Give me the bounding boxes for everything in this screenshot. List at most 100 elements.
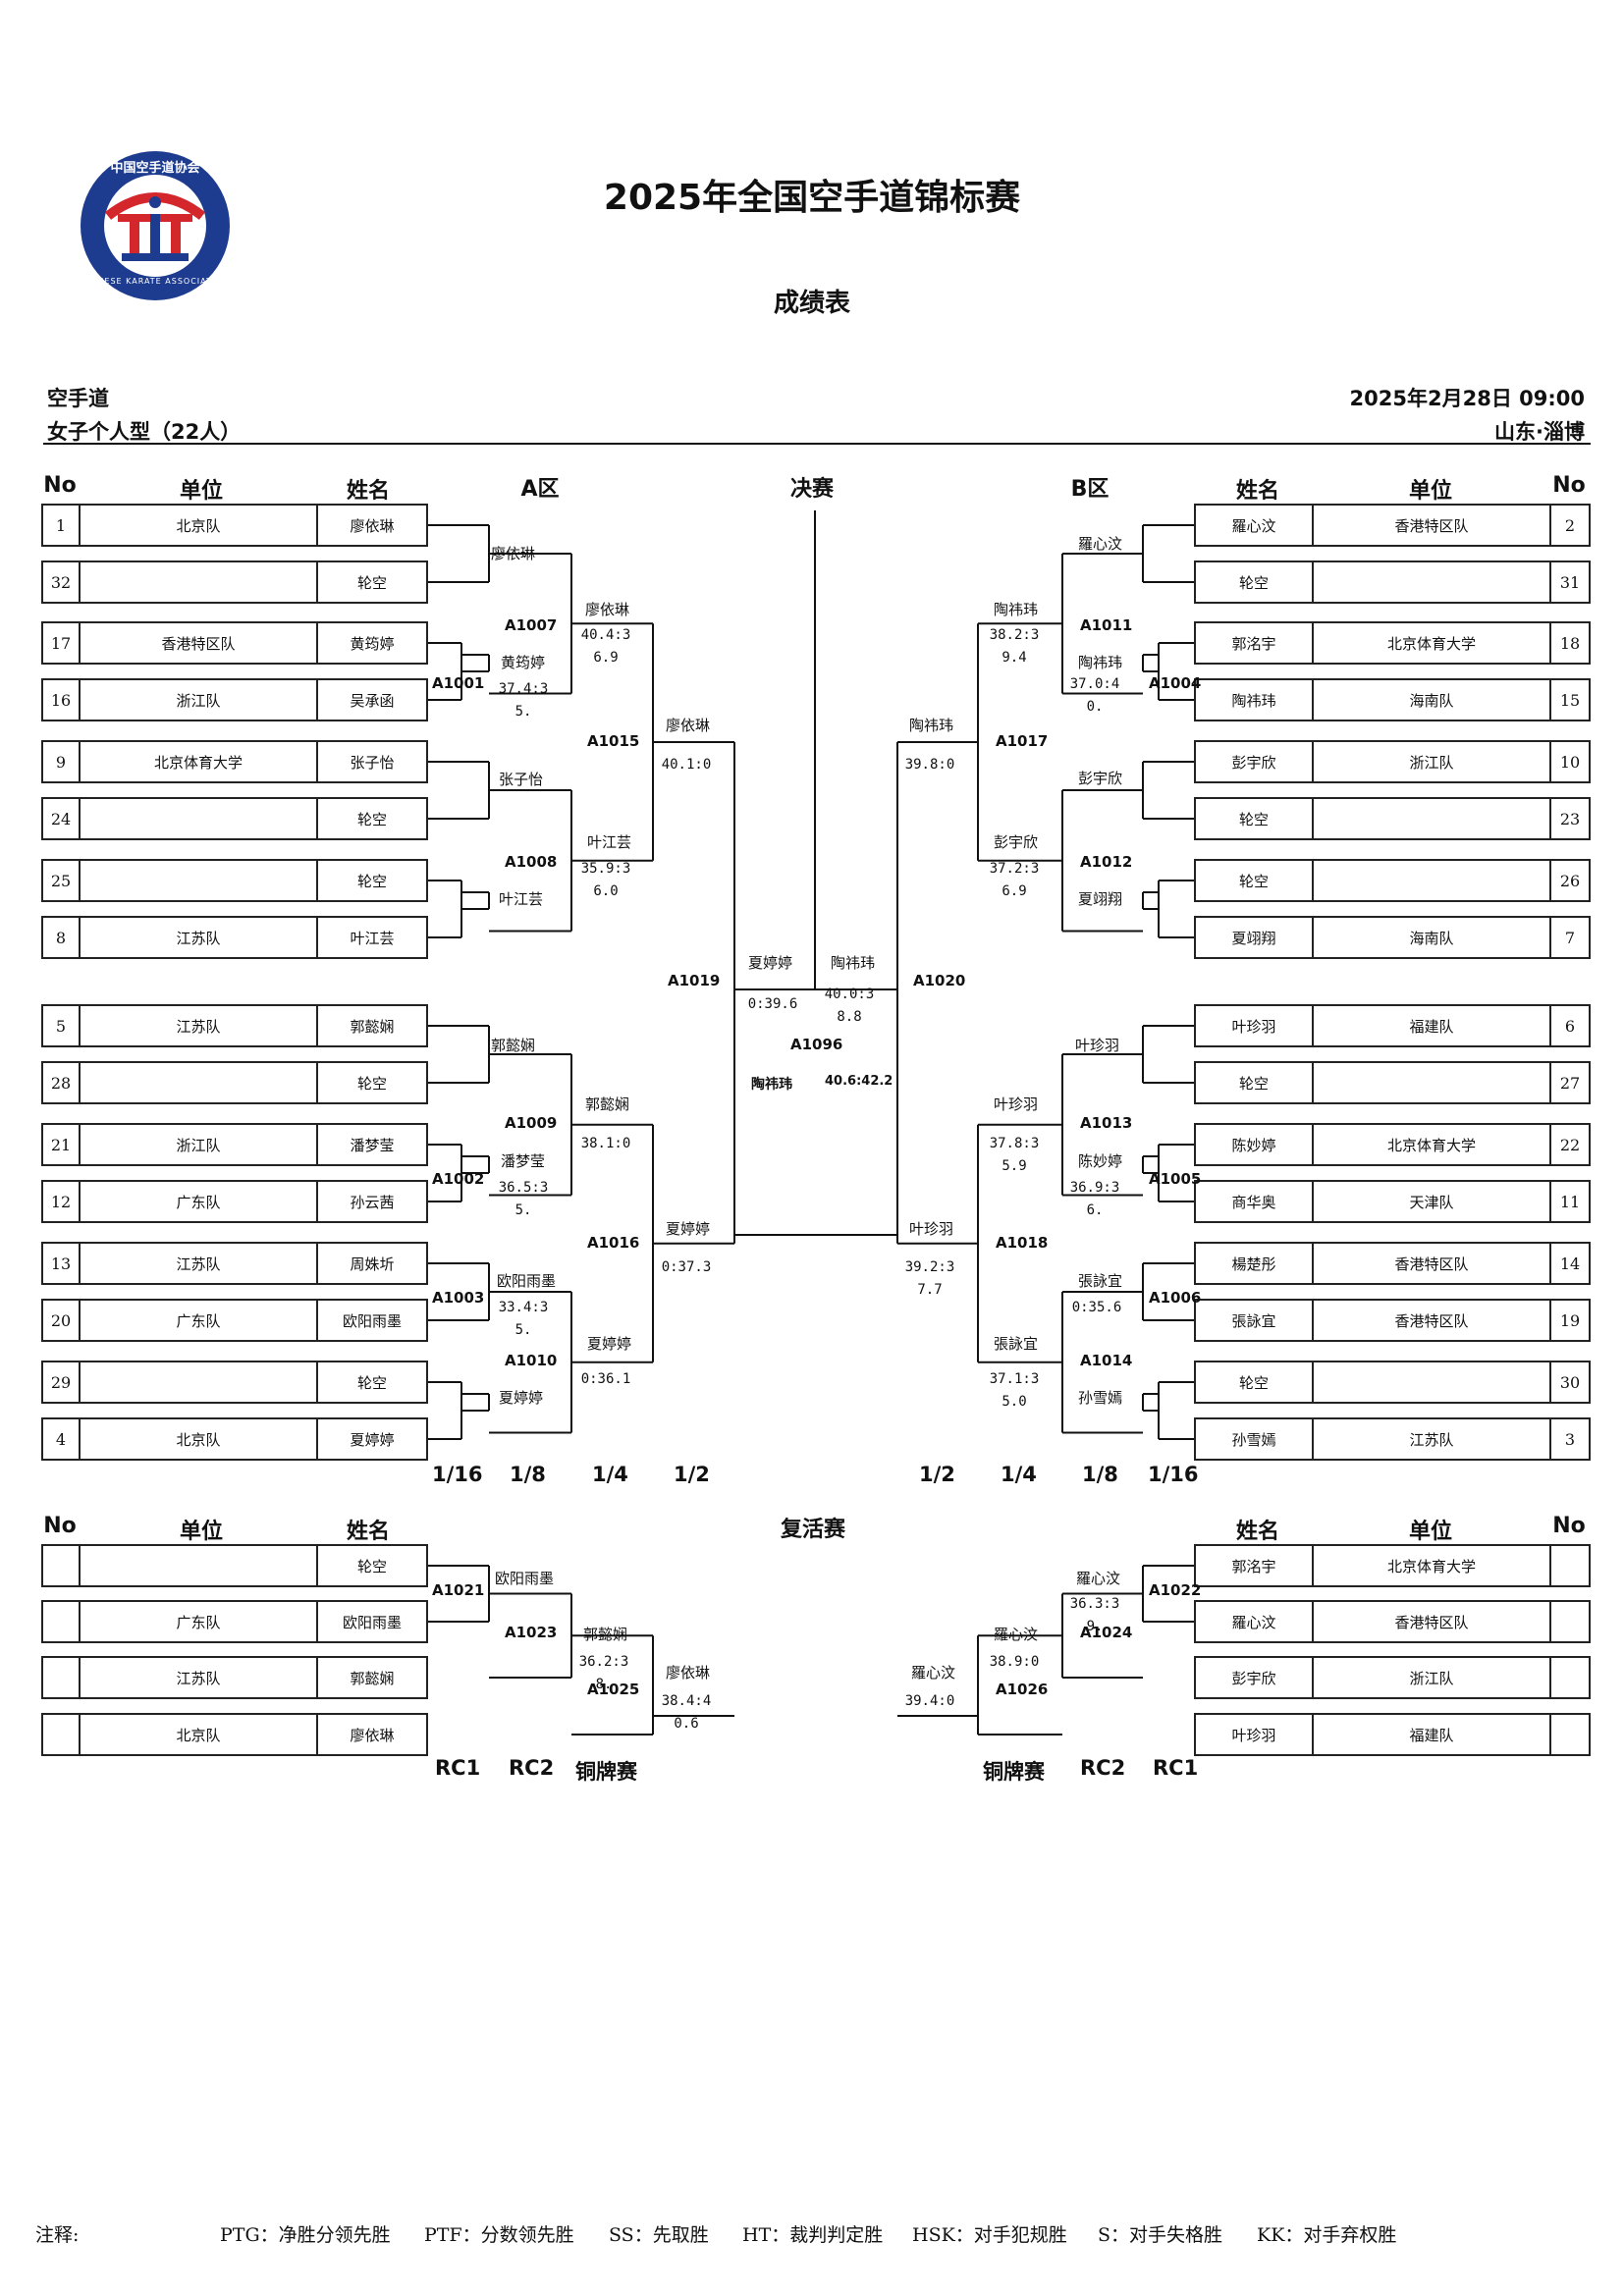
right-match-code: A1006 — [1149, 1289, 1202, 1307]
right-score: 38.2:39.4 — [989, 627, 1040, 666]
right-advancer: 夏翊翔 — [1078, 890, 1123, 908]
entry-name-right: 陶祎玮 — [1194, 678, 1314, 721]
entry-no-left: 9 — [41, 740, 81, 783]
association-logo — [81, 151, 230, 300]
entry-name-right: 孙雪嫣 — [1194, 1417, 1314, 1461]
entry-unit-right: 香港特区队 — [1312, 1242, 1551, 1285]
right-advancer: 張詠宜 — [994, 1335, 1039, 1353]
left-match-code: A1009 — [505, 1114, 558, 1132]
right-advancer: 叶珍羽 — [994, 1095, 1039, 1113]
round-label-right-1: 1/2 — [919, 1463, 955, 1486]
entry-name-left: 黄筠婷 — [316, 621, 428, 665]
round-label-right-3: 1/8 — [1082, 1463, 1118, 1486]
entry-name-left: 轮空 — [316, 797, 428, 840]
entry-name-right: 張詠宜 — [1194, 1299, 1314, 1342]
round-label-right-4: 1/16 — [1148, 1463, 1199, 1486]
entry-unit-left: 广东队 — [79, 1299, 318, 1342]
entry-no-right: 18 — [1549, 621, 1591, 665]
footer-note-7: KK：对手弃权胜 — [1257, 2224, 1397, 2246]
rep-entry-name-right: 郭洺宇 — [1194, 1544, 1314, 1587]
entry-no-left: 16 — [41, 678, 81, 721]
entry-no-left: 12 — [41, 1180, 81, 1223]
entry-name-left: 叶江芸 — [316, 916, 428, 959]
rep-round-right-3: RC1 — [1153, 1756, 1199, 1780]
rep-right-score: 39.4:0 — [904, 1693, 955, 1709]
page-subtitle: 成绩表 — [773, 289, 850, 318]
entry-unit-right: 北京体育大学 — [1312, 1123, 1551, 1166]
entry-no-left: 8 — [41, 916, 81, 959]
left-advancer: 廖依琳 — [585, 601, 630, 618]
entry-unit-right — [1312, 1361, 1551, 1404]
left-advancer: 叶江芸 — [587, 833, 632, 851]
left-match-code: A1008 — [505, 853, 558, 871]
rep-col-no-right: No — [1552, 1514, 1586, 1538]
entry-no-right: 15 — [1549, 678, 1591, 721]
rep-entry-unit-left — [79, 1544, 318, 1587]
entry-unit-right: 香港特区队 — [1312, 1299, 1551, 1342]
col-no-right: No — [1552, 473, 1586, 498]
entry-unit-left: 北京队 — [79, 1417, 318, 1461]
entry-no-right: 30 — [1549, 1361, 1591, 1404]
right-advancer: 陶祎玮 — [831, 954, 876, 972]
entry-unit-right: 浙江队 — [1312, 740, 1551, 783]
right-match-code: A1018 — [996, 1234, 1049, 1252]
entry-no-left: 5 — [41, 1004, 81, 1047]
entry-no-right: 3 — [1549, 1417, 1591, 1461]
entry-name-left: 张子怡 — [316, 740, 428, 783]
entry-name-right: 郭洺宇 — [1194, 621, 1314, 665]
rep-entry-no-left — [41, 1656, 81, 1699]
round-label-left-2: 1/8 — [510, 1463, 546, 1486]
rep-right-match-code: A1024 — [1080, 1624, 1133, 1641]
entry-name-right: 夏翊翔 — [1194, 916, 1314, 959]
col-name-right: 姓名 — [1235, 479, 1279, 504]
rep-right-advancer: 羅心汶 — [1076, 1570, 1121, 1587]
round-label-left-3: 1/4 — [592, 1463, 628, 1486]
entry-name-right: 楊楚彤 — [1194, 1242, 1314, 1285]
header-divider — [43, 443, 1591, 445]
entry-unit-right: 江苏队 — [1312, 1417, 1551, 1461]
sport-label: 空手道 — [47, 387, 109, 410]
rep-entry-unit-left: 北京队 — [79, 1713, 318, 1756]
right-advancer: 陶祎玮 — [994, 601, 1039, 618]
area-a-label: A区 — [520, 477, 560, 502]
entry-name-right: 叶珍羽 — [1194, 1004, 1314, 1047]
rep-col-name-left: 姓名 — [346, 1520, 390, 1544]
right-advancer: 彭宇欣 — [994, 833, 1039, 851]
rep-entry-name-left: 廖依琳 — [316, 1713, 428, 1756]
right-match-code: A1012 — [1080, 853, 1133, 871]
left-advancer: 廖依琳 — [491, 545, 536, 562]
entry-unit-left: 北京体育大学 — [79, 740, 318, 783]
entry-no-left: 29 — [41, 1361, 81, 1404]
left-advancer: 廖依琳 — [666, 717, 711, 734]
rep-right-advancer: 羅心汶 — [994, 1626, 1039, 1643]
left-score: 40.1:0 — [661, 757, 712, 773]
right-score: 39.8:0 — [904, 757, 955, 773]
entry-no-right: 10 — [1549, 740, 1591, 783]
datetime-label: 2025年2月28日 09:00 — [1349, 387, 1585, 410]
rep-entry-name-right: 叶珍羽 — [1194, 1713, 1314, 1756]
entry-no-left: 25 — [41, 859, 81, 902]
rep-entry-unit-right: 浙江队 — [1312, 1656, 1551, 1699]
left-score: 36.5:35. — [498, 1180, 549, 1218]
repechage-label: 复活赛 — [780, 1518, 845, 1542]
right-advancer: 羅心汶 — [1078, 535, 1123, 553]
right-match-code: A1013 — [1080, 1114, 1133, 1132]
left-score: 35.9:36.0 — [580, 861, 631, 899]
left-advancer: 叶江芸 — [499, 890, 544, 908]
left-match-code: A1019 — [668, 972, 721, 989]
entry-unit-left — [79, 797, 318, 840]
right-score: 37.0:40. — [1069, 676, 1120, 715]
rep-round-left-1: RC1 — [435, 1756, 481, 1780]
left-score: 38.1:0 — [580, 1136, 631, 1151]
right-advancer: 張詠宜 — [1078, 1272, 1123, 1290]
entry-unit-left — [79, 1061, 318, 1104]
area-b-label: B区 — [1070, 477, 1110, 502]
rep-left-match-code: A1025 — [587, 1681, 640, 1698]
entry-unit-left: 江苏队 — [79, 1004, 318, 1047]
final-match-code: A1096 — [790, 1036, 843, 1053]
right-match-code: A1011 — [1080, 616, 1133, 634]
entry-unit-right: 香港特区队 — [1312, 504, 1551, 547]
round-label-left-1: 1/16 — [432, 1463, 483, 1486]
rep-left-advancer: 欧阳雨墨 — [495, 1570, 555, 1587]
